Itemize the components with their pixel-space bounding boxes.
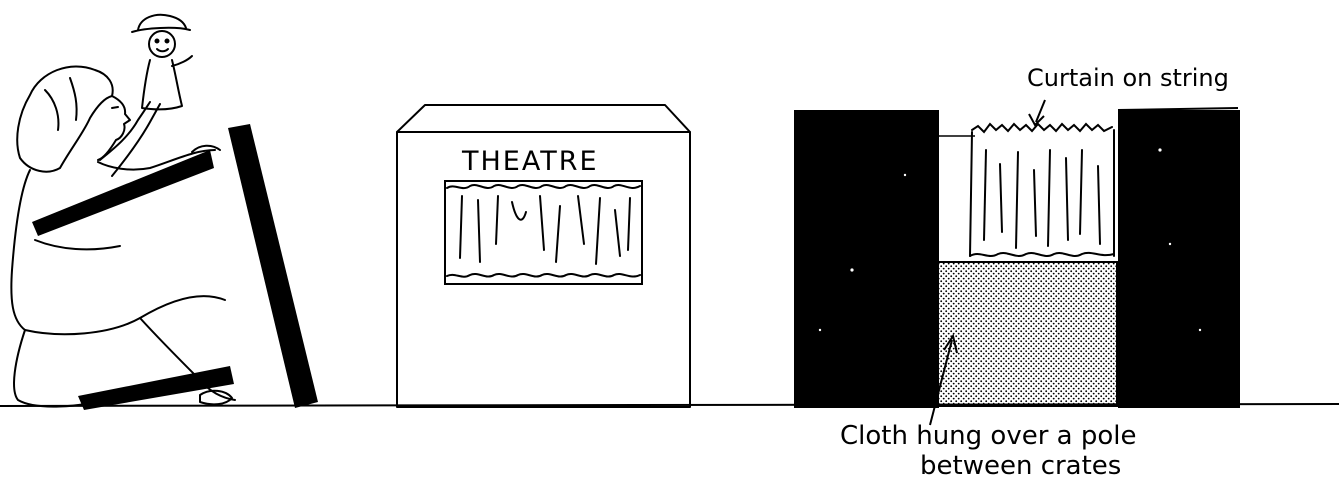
cloth-caption-line2: between crates — [920, 451, 1121, 481]
hand-puppet — [132, 15, 192, 110]
overturned-table — [32, 124, 318, 410]
curtain-caption: Curtain on string — [1027, 64, 1229, 92]
curtain-callout-arrow — [1029, 100, 1045, 125]
right-crate — [1118, 110, 1240, 408]
cloth-caption-line1: Cloth hung over a pole — [840, 421, 1137, 451]
string-curtain — [970, 124, 1114, 256]
crate-theatre — [794, 108, 1240, 408]
woman-with-hand-puppet — [11, 66, 235, 406]
cloth-on-pole — [917, 262, 1117, 406]
box-curtain — [445, 181, 642, 284]
theatre-sign: THEATRE — [461, 146, 599, 177]
